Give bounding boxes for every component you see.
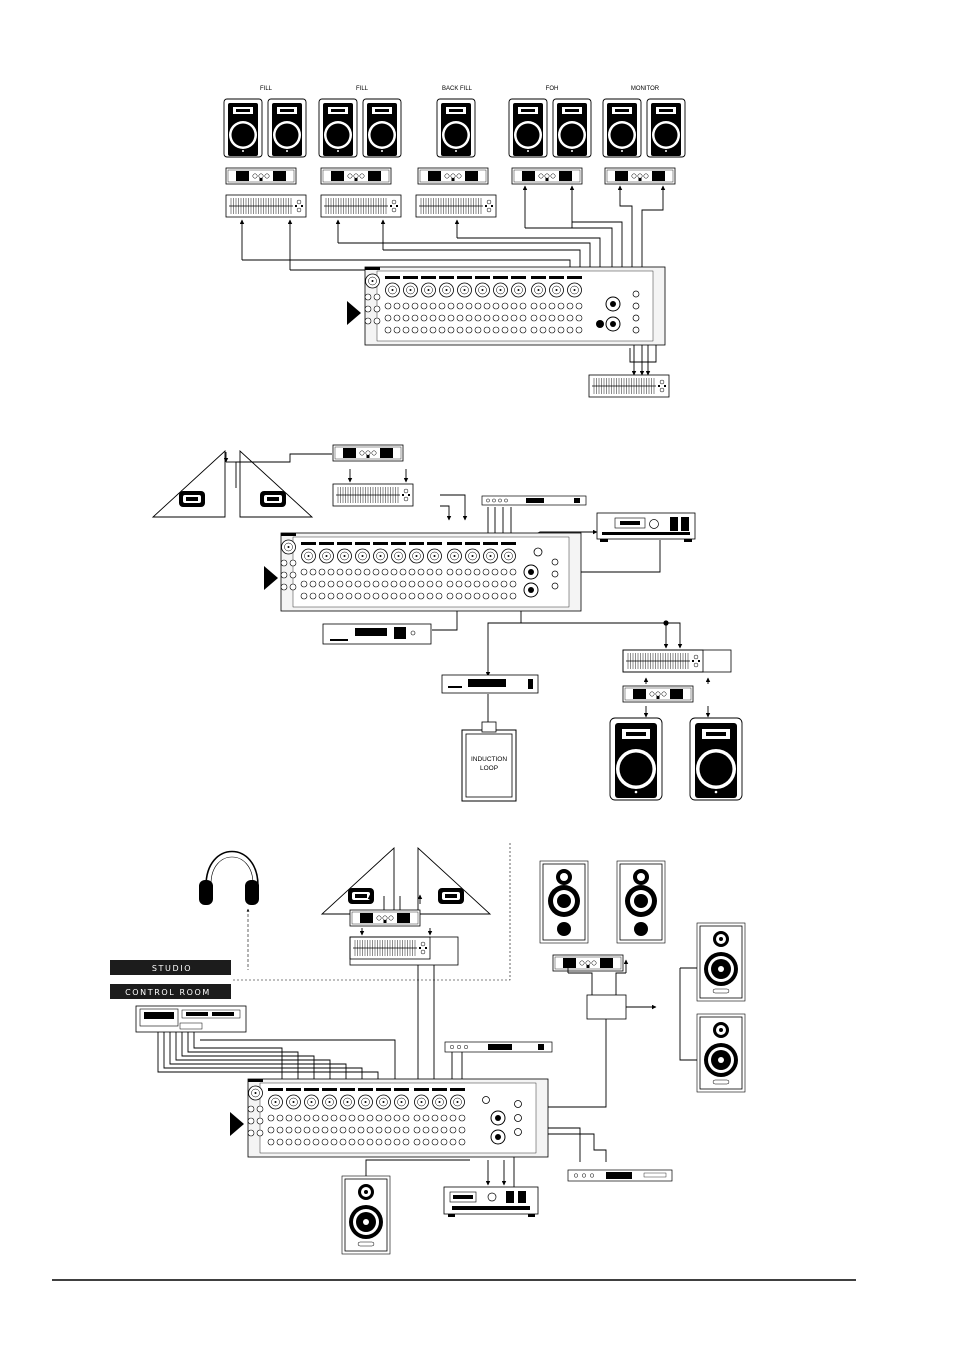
mixer-1 bbox=[365, 267, 665, 345]
cd-player bbox=[323, 624, 431, 644]
equaliser-zone bbox=[623, 650, 731, 672]
multitrack-recorder bbox=[136, 1006, 246, 1032]
effects-processor bbox=[482, 496, 586, 505]
play-arrow-icon bbox=[264, 566, 278, 590]
speaker-fill-2b bbox=[363, 99, 401, 157]
diagram-pa-system: FILL FILL BACK FILL FOH MONITOR bbox=[224, 86, 685, 397]
speaker-back-fill bbox=[437, 99, 475, 157]
induction-loop-amplifier bbox=[442, 675, 538, 693]
headphones-icon bbox=[199, 852, 259, 906]
wedge-monitor-left bbox=[153, 451, 225, 517]
wedge-monitor-left bbox=[322, 848, 394, 914]
amplifier-monitor bbox=[605, 168, 675, 184]
big-monitor-right bbox=[617, 861, 665, 943]
label-foh: FOH bbox=[546, 86, 559, 92]
wedge-monitor-right bbox=[418, 848, 490, 914]
play-arrow-icon bbox=[347, 301, 361, 325]
mixer-2 bbox=[281, 533, 581, 611]
big-monitor-left bbox=[540, 861, 588, 943]
speaker-zone-right bbox=[690, 718, 742, 800]
speaker-fill-2a bbox=[319, 99, 357, 157]
speaker-zone-left bbox=[610, 718, 662, 800]
nearfield-monitor-upper bbox=[697, 923, 745, 1001]
label-monitor: MONITOR bbox=[631, 86, 660, 92]
equaliser-monitor bbox=[589, 375, 669, 397]
studio-band: STUDIO bbox=[110, 960, 231, 975]
mixer-3 bbox=[248, 1079, 548, 1157]
nearfield-monitor-lower bbox=[697, 1014, 745, 1092]
amplifier-wedges bbox=[333, 445, 403, 461]
control-room-label: CONTROL ROOM bbox=[125, 988, 211, 997]
nearfield-monitor-main bbox=[342, 1176, 390, 1254]
amplifier-back-fill bbox=[418, 168, 488, 184]
equaliser-fill-1 bbox=[226, 195, 306, 217]
diagram-installation-system: INDUCTION LOOP bbox=[153, 445, 742, 801]
dat-recorder bbox=[444, 1187, 538, 1217]
induction-loop: INDUCTION LOOP bbox=[462, 722, 516, 801]
induction-loop-label-line-2: LOOP bbox=[480, 765, 498, 772]
speaker-foh-a bbox=[509, 99, 547, 157]
label-fill-1: FILL bbox=[260, 86, 273, 92]
wedge-monitor-right bbox=[240, 451, 312, 517]
diagram-studio-system: STUDIO CONTROL ROOM bbox=[110, 843, 745, 1254]
induction-loop-label-line-1: INDUCTION bbox=[471, 756, 507, 763]
amplifier-control-room bbox=[553, 955, 623, 971]
cassette-deck bbox=[597, 513, 695, 542]
equaliser-wedges bbox=[333, 484, 413, 506]
speaker-foh-b bbox=[553, 99, 591, 157]
amplifier-foh bbox=[512, 168, 582, 184]
amplifier-studio-wedges bbox=[350, 910, 420, 926]
speaker-monitor-b bbox=[647, 99, 685, 157]
label-fill-2: FILL bbox=[356, 86, 369, 92]
equaliser-back-fill bbox=[416, 195, 496, 217]
speaker-fill-1b bbox=[268, 99, 306, 157]
amplifier-fill-2 bbox=[321, 168, 391, 184]
monitor-switcher bbox=[587, 995, 626, 1019]
play-arrow-icon bbox=[230, 1112, 244, 1136]
studio-label: STUDIO bbox=[152, 964, 192, 973]
cable-junction bbox=[663, 620, 668, 625]
equaliser-studio-wedges bbox=[350, 937, 458, 965]
amplifier-zone bbox=[623, 686, 693, 702]
label-back-fill: BACK FILL bbox=[442, 86, 473, 92]
amplifier-fill-1 bbox=[226, 168, 296, 184]
control-room-band: CONTROL ROOM bbox=[110, 984, 231, 999]
signal-processor bbox=[568, 1170, 672, 1181]
effects-unit-studio bbox=[445, 1042, 552, 1052]
equaliser-fill-2 bbox=[321, 195, 401, 217]
speaker-monitor-a bbox=[603, 99, 641, 157]
speaker-fill-1a bbox=[224, 99, 262, 157]
